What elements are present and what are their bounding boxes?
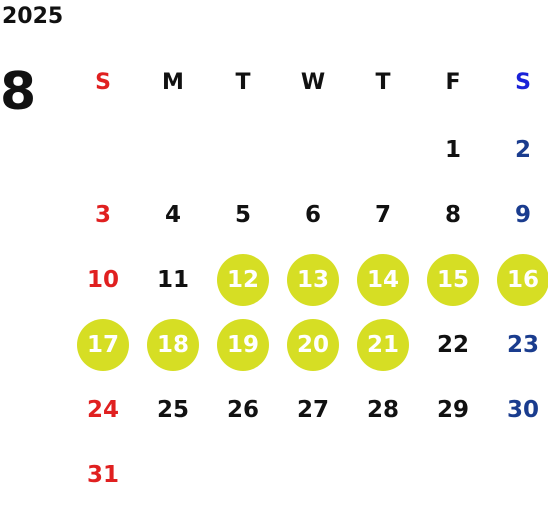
- day-number: 27: [296, 397, 329, 423]
- day-number-highlighted: 16: [497, 254, 548, 306]
- day-number: 31: [86, 462, 119, 488]
- weekday-label: T: [375, 69, 391, 95]
- day-number: 5: [234, 202, 251, 228]
- day-cell[interactable]: 25: [138, 378, 208, 442]
- day-cell[interactable]: 29: [418, 378, 488, 442]
- day-number: 1: [444, 137, 461, 163]
- day-cell[interactable]: 14: [348, 248, 418, 312]
- weekday-friday: F: [418, 50, 488, 114]
- day-cell: [278, 118, 348, 182]
- day-number: 22: [436, 332, 469, 358]
- weekday-label: T: [235, 69, 251, 95]
- week-row: 31: [68, 443, 548, 507]
- day-cell[interactable]: 20: [278, 313, 348, 377]
- day-cell[interactable]: 11: [138, 248, 208, 312]
- day-number: 8: [444, 202, 461, 228]
- day-number: 3: [94, 202, 111, 228]
- week-row: 10 11 12 13 14 15 16: [68, 248, 548, 312]
- weekday-label: F: [445, 69, 461, 95]
- weekday-tuesday: T: [208, 50, 278, 114]
- day-number-highlighted: 12: [217, 254, 269, 306]
- day-number: 29: [436, 397, 469, 423]
- day-number-highlighted: 13: [287, 254, 339, 306]
- day-cell: [138, 443, 208, 507]
- day-number-highlighted: 19: [217, 319, 269, 371]
- day-number-highlighted: 14: [357, 254, 409, 306]
- day-cell: [488, 443, 548, 507]
- calendar-month: 8: [0, 62, 37, 122]
- day-number: 23: [506, 332, 539, 358]
- day-cell: [68, 118, 138, 182]
- day-cell[interactable]: 8: [418, 183, 488, 247]
- day-cell[interactable]: 6: [278, 183, 348, 247]
- day-cell: [348, 118, 418, 182]
- day-cell[interactable]: 5: [208, 183, 278, 247]
- day-number: 10: [86, 267, 119, 293]
- day-cell[interactable]: 21: [348, 313, 418, 377]
- weekday-thursday: T: [348, 50, 418, 114]
- day-cell[interactable]: 15: [418, 248, 488, 312]
- day-number: 6: [304, 202, 321, 228]
- day-number: 28: [366, 397, 399, 423]
- weekday-label: M: [162, 69, 184, 95]
- day-cell: [208, 118, 278, 182]
- day-number-highlighted: 18: [147, 319, 199, 371]
- day-cell: [348, 443, 418, 507]
- day-cell: [418, 443, 488, 507]
- day-number-highlighted: 20: [287, 319, 339, 371]
- day-cell[interactable]: 19: [208, 313, 278, 377]
- day-cell[interactable]: 26: [208, 378, 278, 442]
- week-row: 17 18 19 20 21 22 23: [68, 313, 548, 377]
- day-cell: [278, 443, 348, 507]
- day-number: 9: [514, 202, 531, 228]
- day-number: 26: [226, 397, 259, 423]
- day-number: 25: [156, 397, 189, 423]
- day-cell[interactable]: 12: [208, 248, 278, 312]
- day-cell[interactable]: 10: [68, 248, 138, 312]
- day-cell[interactable]: 3: [68, 183, 138, 247]
- week-row: 3 4 5 6 7 8 9: [68, 183, 548, 247]
- day-cell[interactable]: 28: [348, 378, 418, 442]
- day-cell[interactable]: 31: [68, 443, 138, 507]
- day-cell[interactable]: 7: [348, 183, 418, 247]
- day-number: 24: [86, 397, 119, 423]
- weekday-saturday: S: [488, 50, 548, 114]
- day-cell[interactable]: 13: [278, 248, 348, 312]
- day-cell[interactable]: 27: [278, 378, 348, 442]
- day-cell[interactable]: 17: [68, 313, 138, 377]
- day-cell: [138, 118, 208, 182]
- day-cell[interactable]: 4: [138, 183, 208, 247]
- day-number: 7: [374, 202, 391, 228]
- day-cell[interactable]: 23: [488, 313, 548, 377]
- weekday-monday: M: [138, 50, 208, 114]
- weekday-label: W: [300, 69, 326, 95]
- day-cell[interactable]: 30: [488, 378, 548, 442]
- weekday-header: S M T W T F S: [68, 50, 548, 114]
- day-cell[interactable]: 9: [488, 183, 548, 247]
- day-number-highlighted: 15: [427, 254, 479, 306]
- day-cell: [208, 443, 278, 507]
- day-number-highlighted: 21: [357, 319, 409, 371]
- day-cell[interactable]: 18: [138, 313, 208, 377]
- day-number: 4: [164, 202, 181, 228]
- day-cell[interactable]: 2: [488, 118, 548, 182]
- weekday-sunday: S: [68, 50, 138, 114]
- calendar-year: 2025: [2, 4, 64, 29]
- day-cell[interactable]: 1: [418, 118, 488, 182]
- weekday-label: S: [95, 69, 111, 95]
- day-cell[interactable]: 16: [488, 248, 548, 312]
- weekday-wednesday: W: [278, 50, 348, 114]
- week-row: 24 25 26 27 28 29 30: [68, 378, 548, 442]
- weekday-label: S: [515, 69, 531, 95]
- day-number: 11: [156, 267, 189, 293]
- day-cell[interactable]: 24: [68, 378, 138, 442]
- day-number: 30: [506, 397, 539, 423]
- day-number-highlighted: 17: [77, 319, 129, 371]
- day-cell[interactable]: 22: [418, 313, 488, 377]
- day-number: 2: [514, 137, 531, 163]
